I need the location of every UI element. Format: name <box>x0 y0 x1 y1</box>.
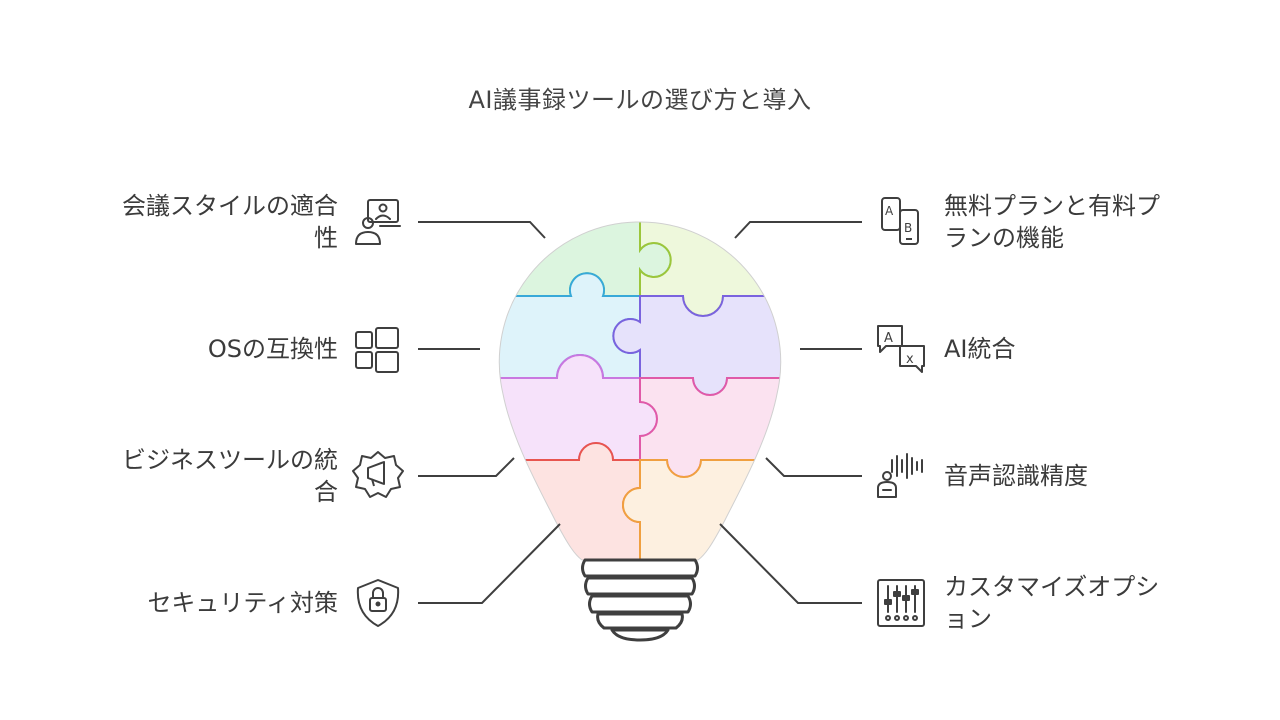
svg-text:A: A <box>885 204 894 218</box>
video-conference-user-icon <box>355 199 401 245</box>
label-business-tool-integration: ビジネスツールの統合 <box>122 446 338 506</box>
connector-right-3 <box>765 457 862 477</box>
svg-text:A: A <box>884 331 893 346</box>
label-free-vs-paid-plans: 無料プランと有料プランの機能 <box>944 192 1160 252</box>
svg-text:B: B <box>904 221 912 235</box>
connector-right-4 <box>719 523 862 604</box>
diagram-title: AI議事録ツールの選び方と導入 <box>468 86 812 114</box>
windows-logo-icon <box>355 327 399 373</box>
bulb-screw-base <box>581 558 699 642</box>
voice-robot-icon <box>877 453 923 498</box>
svg-text:x: x <box>906 352 914 367</box>
phone-translation-icon: A B <box>881 197 919 245</box>
sliders-icon <box>877 579 925 627</box>
label-customization-options: カスタマイズオプション <box>944 573 1160 633</box>
connector-left-3 <box>418 457 515 477</box>
label-ai-integration: AI統合 <box>944 335 1016 363</box>
connector-left-1 <box>418 221 546 239</box>
translate-icon: A x <box>877 325 925 373</box>
label-os-compatibility: OSの互換性 <box>207 335 338 363</box>
megaphone-gear-icon <box>352 451 404 498</box>
label-meeting-style-fit: 会議スタイルの適合性 <box>122 192 338 252</box>
shield-lock-icon <box>356 579 400 627</box>
connector-right-1 <box>734 221 862 239</box>
bulb-puzzle <box>499 221 781 560</box>
label-speech-recognition-accuracy: 音声認識精度 <box>944 462 1088 490</box>
connector-left-4 <box>418 523 561 604</box>
label-security-measures: セキュリティ対策 <box>147 589 338 617</box>
connector-lines <box>418 221 862 604</box>
